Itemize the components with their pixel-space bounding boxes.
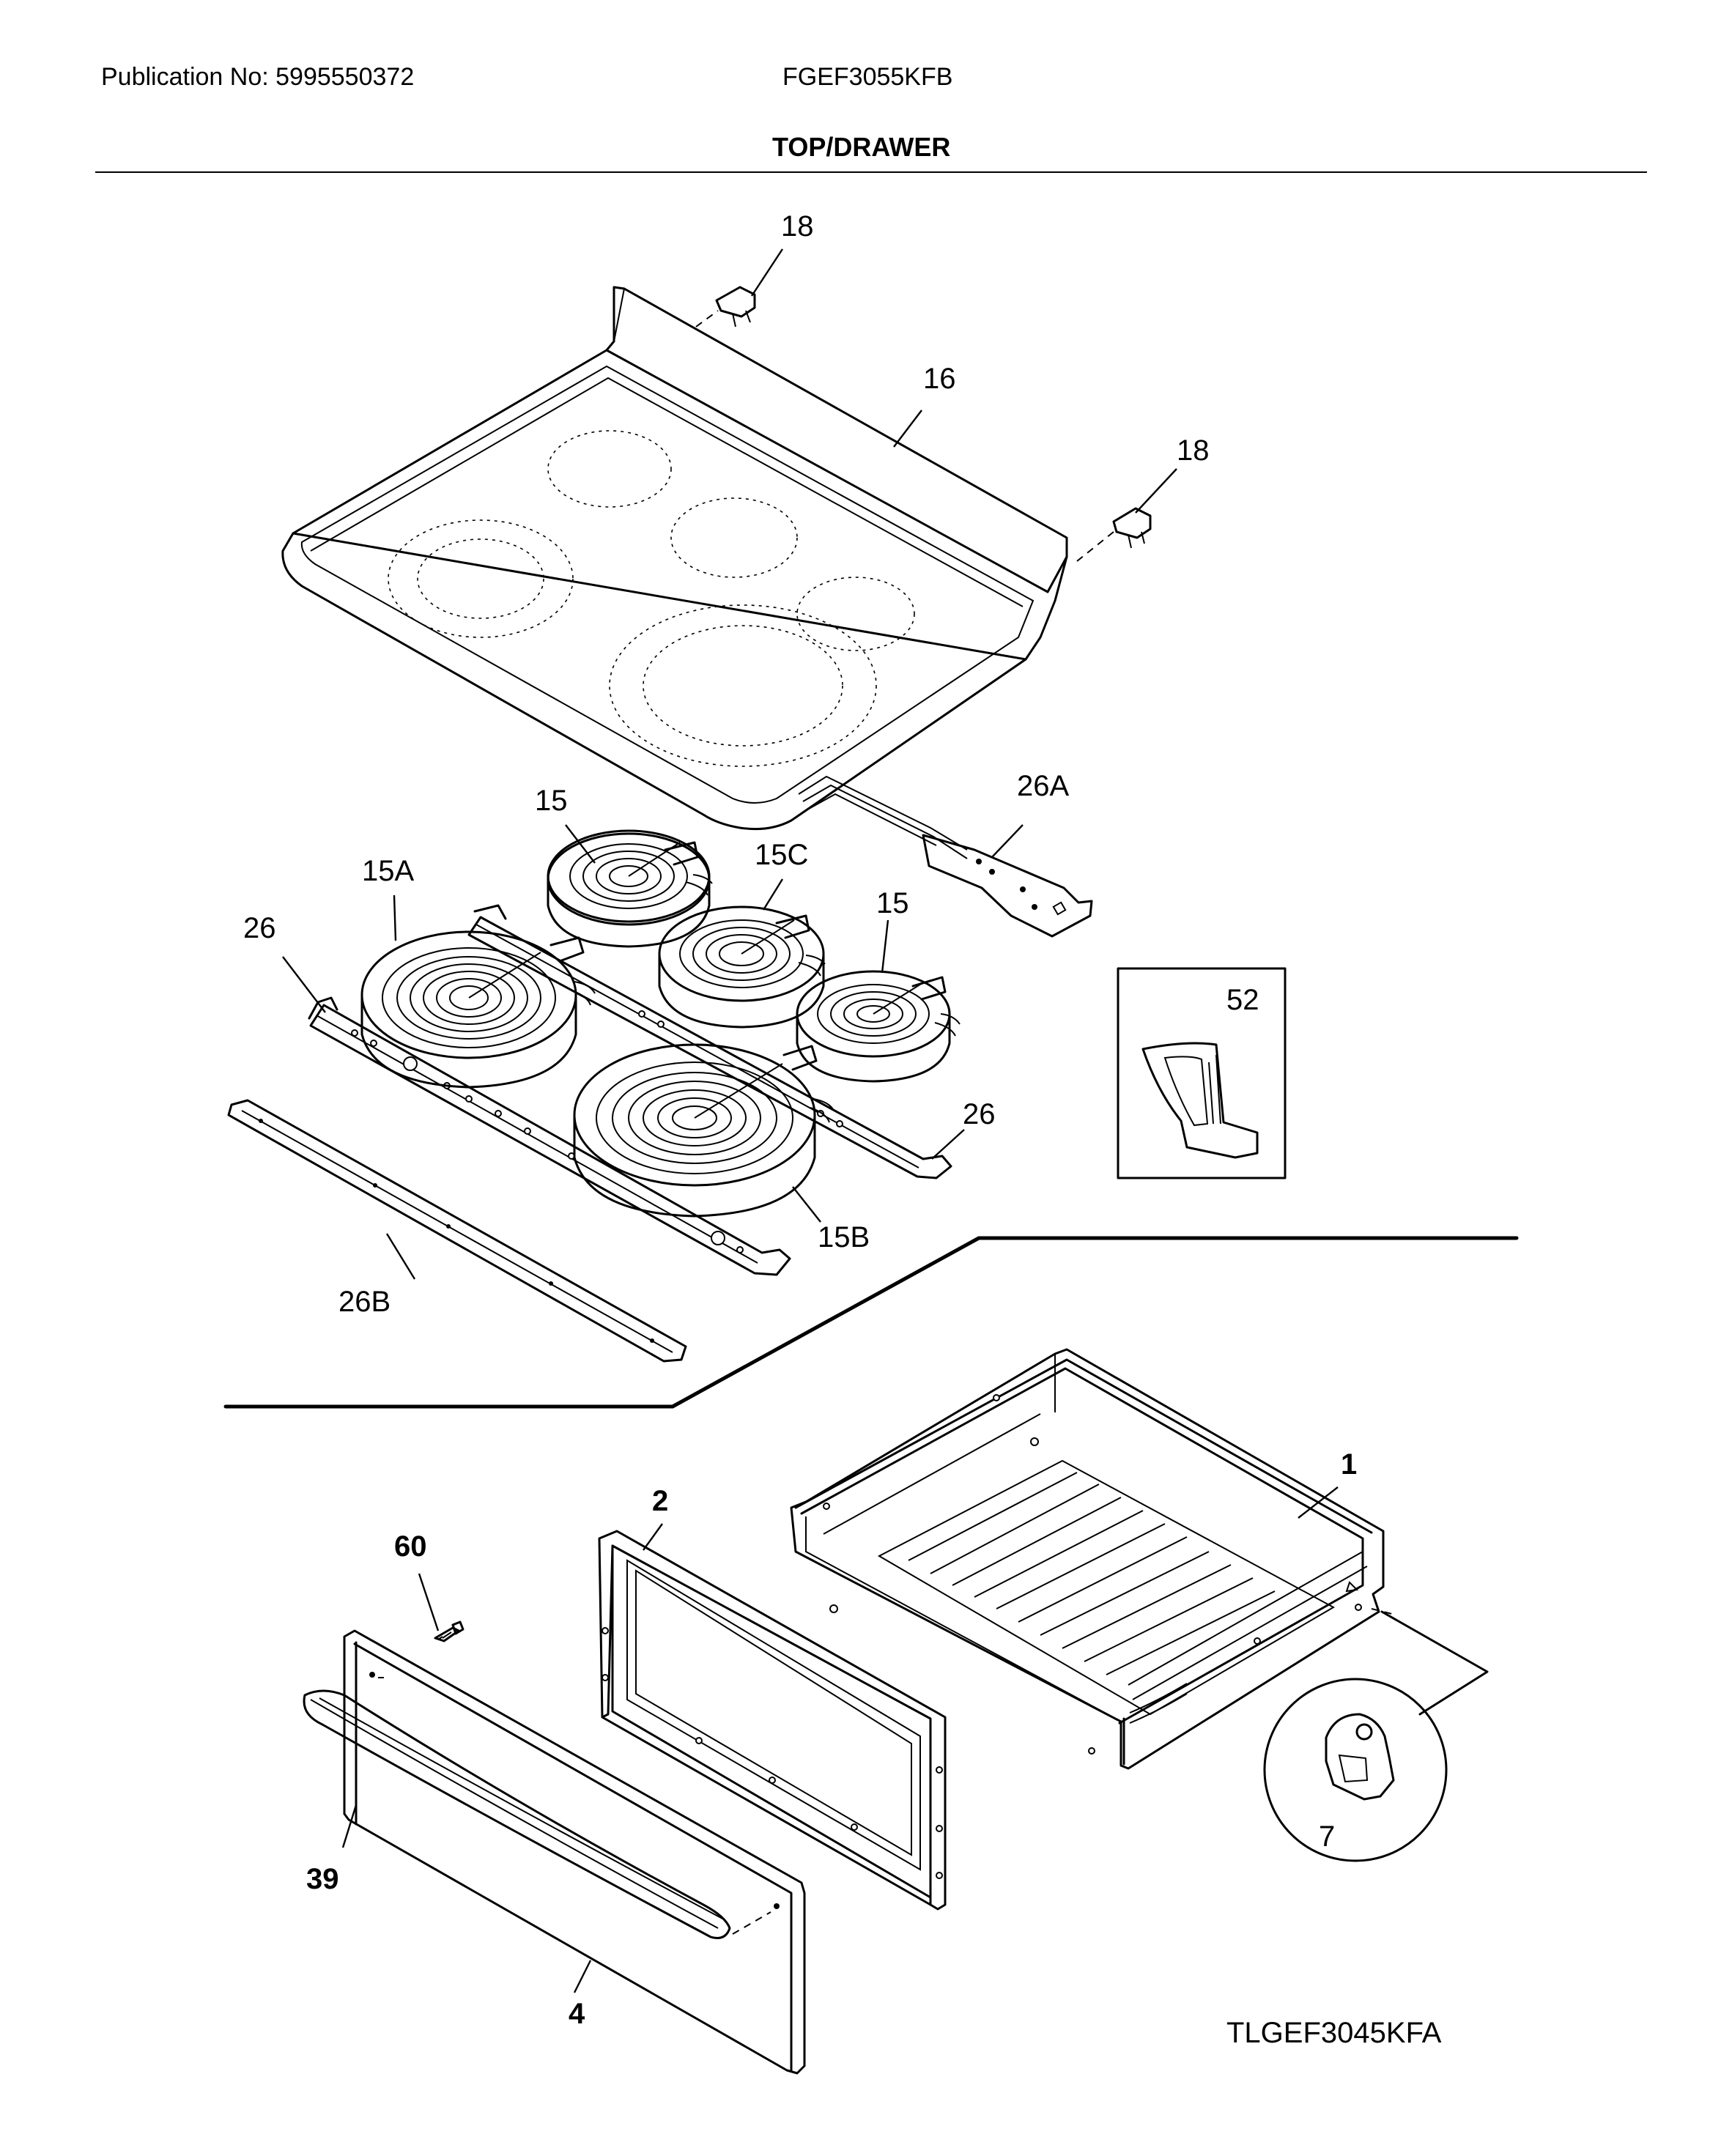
callout-15B-front-element: 15B xyxy=(818,1221,870,1253)
surface-element-large-front xyxy=(573,1043,834,1218)
drawer-bumper-detail-circle xyxy=(1263,1610,1489,1862)
drawer-front-panel xyxy=(343,1629,806,2075)
callout-60-screw: 60 xyxy=(394,1530,427,1563)
model-number: FGEF3055KFB xyxy=(782,63,953,91)
callout-26A-harness: 26A xyxy=(1017,770,1069,802)
drawer-handle xyxy=(303,1689,731,1939)
publication-number: Publication No: 5995550372 xyxy=(101,63,415,91)
surface-element-large-left xyxy=(360,904,596,1089)
surface-element-center xyxy=(658,905,826,1029)
wire-harness-bracket xyxy=(798,775,1093,938)
section-title: TOP/DRAWER xyxy=(772,132,951,162)
callout-18-side-clip: 18 xyxy=(1177,434,1210,467)
front-trim-strip xyxy=(227,1099,687,1363)
surface-element-small-right xyxy=(796,970,961,1083)
drawer-inner-panel xyxy=(598,1530,947,1911)
section-separator-line xyxy=(223,1236,1519,1409)
surface-element-small-rear xyxy=(547,829,713,948)
callout-18-rear-clip: 18 xyxy=(781,210,814,242)
callout-26B-trim: 26B xyxy=(338,1286,391,1318)
callout-leader-lines xyxy=(282,248,1339,1993)
callout-7-bumper: 7 xyxy=(1319,1820,1335,1853)
top-hinge-clip-rear xyxy=(695,286,756,327)
callout-26-rear-bracket: 26 xyxy=(963,1098,996,1130)
callout-15C-center-element: 15C xyxy=(755,839,808,871)
top-hinge-clip-side xyxy=(1076,507,1152,562)
header-divider xyxy=(95,171,1647,173)
callout-39-handle: 39 xyxy=(306,1863,339,1895)
drawing-code: TLGEF3045KFA xyxy=(1226,2017,1442,2049)
element-support-bracket-front xyxy=(308,996,791,1276)
drawer-screw xyxy=(434,1620,465,1642)
callout-15-rear-element: 15 xyxy=(535,785,568,817)
callout-15A-large-element: 15A xyxy=(362,855,414,887)
callout-26-front-bracket: 26 xyxy=(243,912,276,944)
callout-2-inner-panel: 2 xyxy=(652,1485,668,1517)
element-support-bracket-rear xyxy=(467,916,952,1179)
cooktop-glass-top xyxy=(281,286,1068,831)
callout-1-drawer-body: 1 xyxy=(1341,1448,1357,1481)
drawer-body xyxy=(790,1348,1396,1770)
callout-15-right-element: 15 xyxy=(876,887,909,919)
callout-52-clip: 52 xyxy=(1226,984,1259,1016)
element-clip-detail-box xyxy=(1117,967,1287,1179)
callout-16-cooktop: 16 xyxy=(923,363,956,395)
callout-4-front-panel: 4 xyxy=(569,1998,585,2030)
